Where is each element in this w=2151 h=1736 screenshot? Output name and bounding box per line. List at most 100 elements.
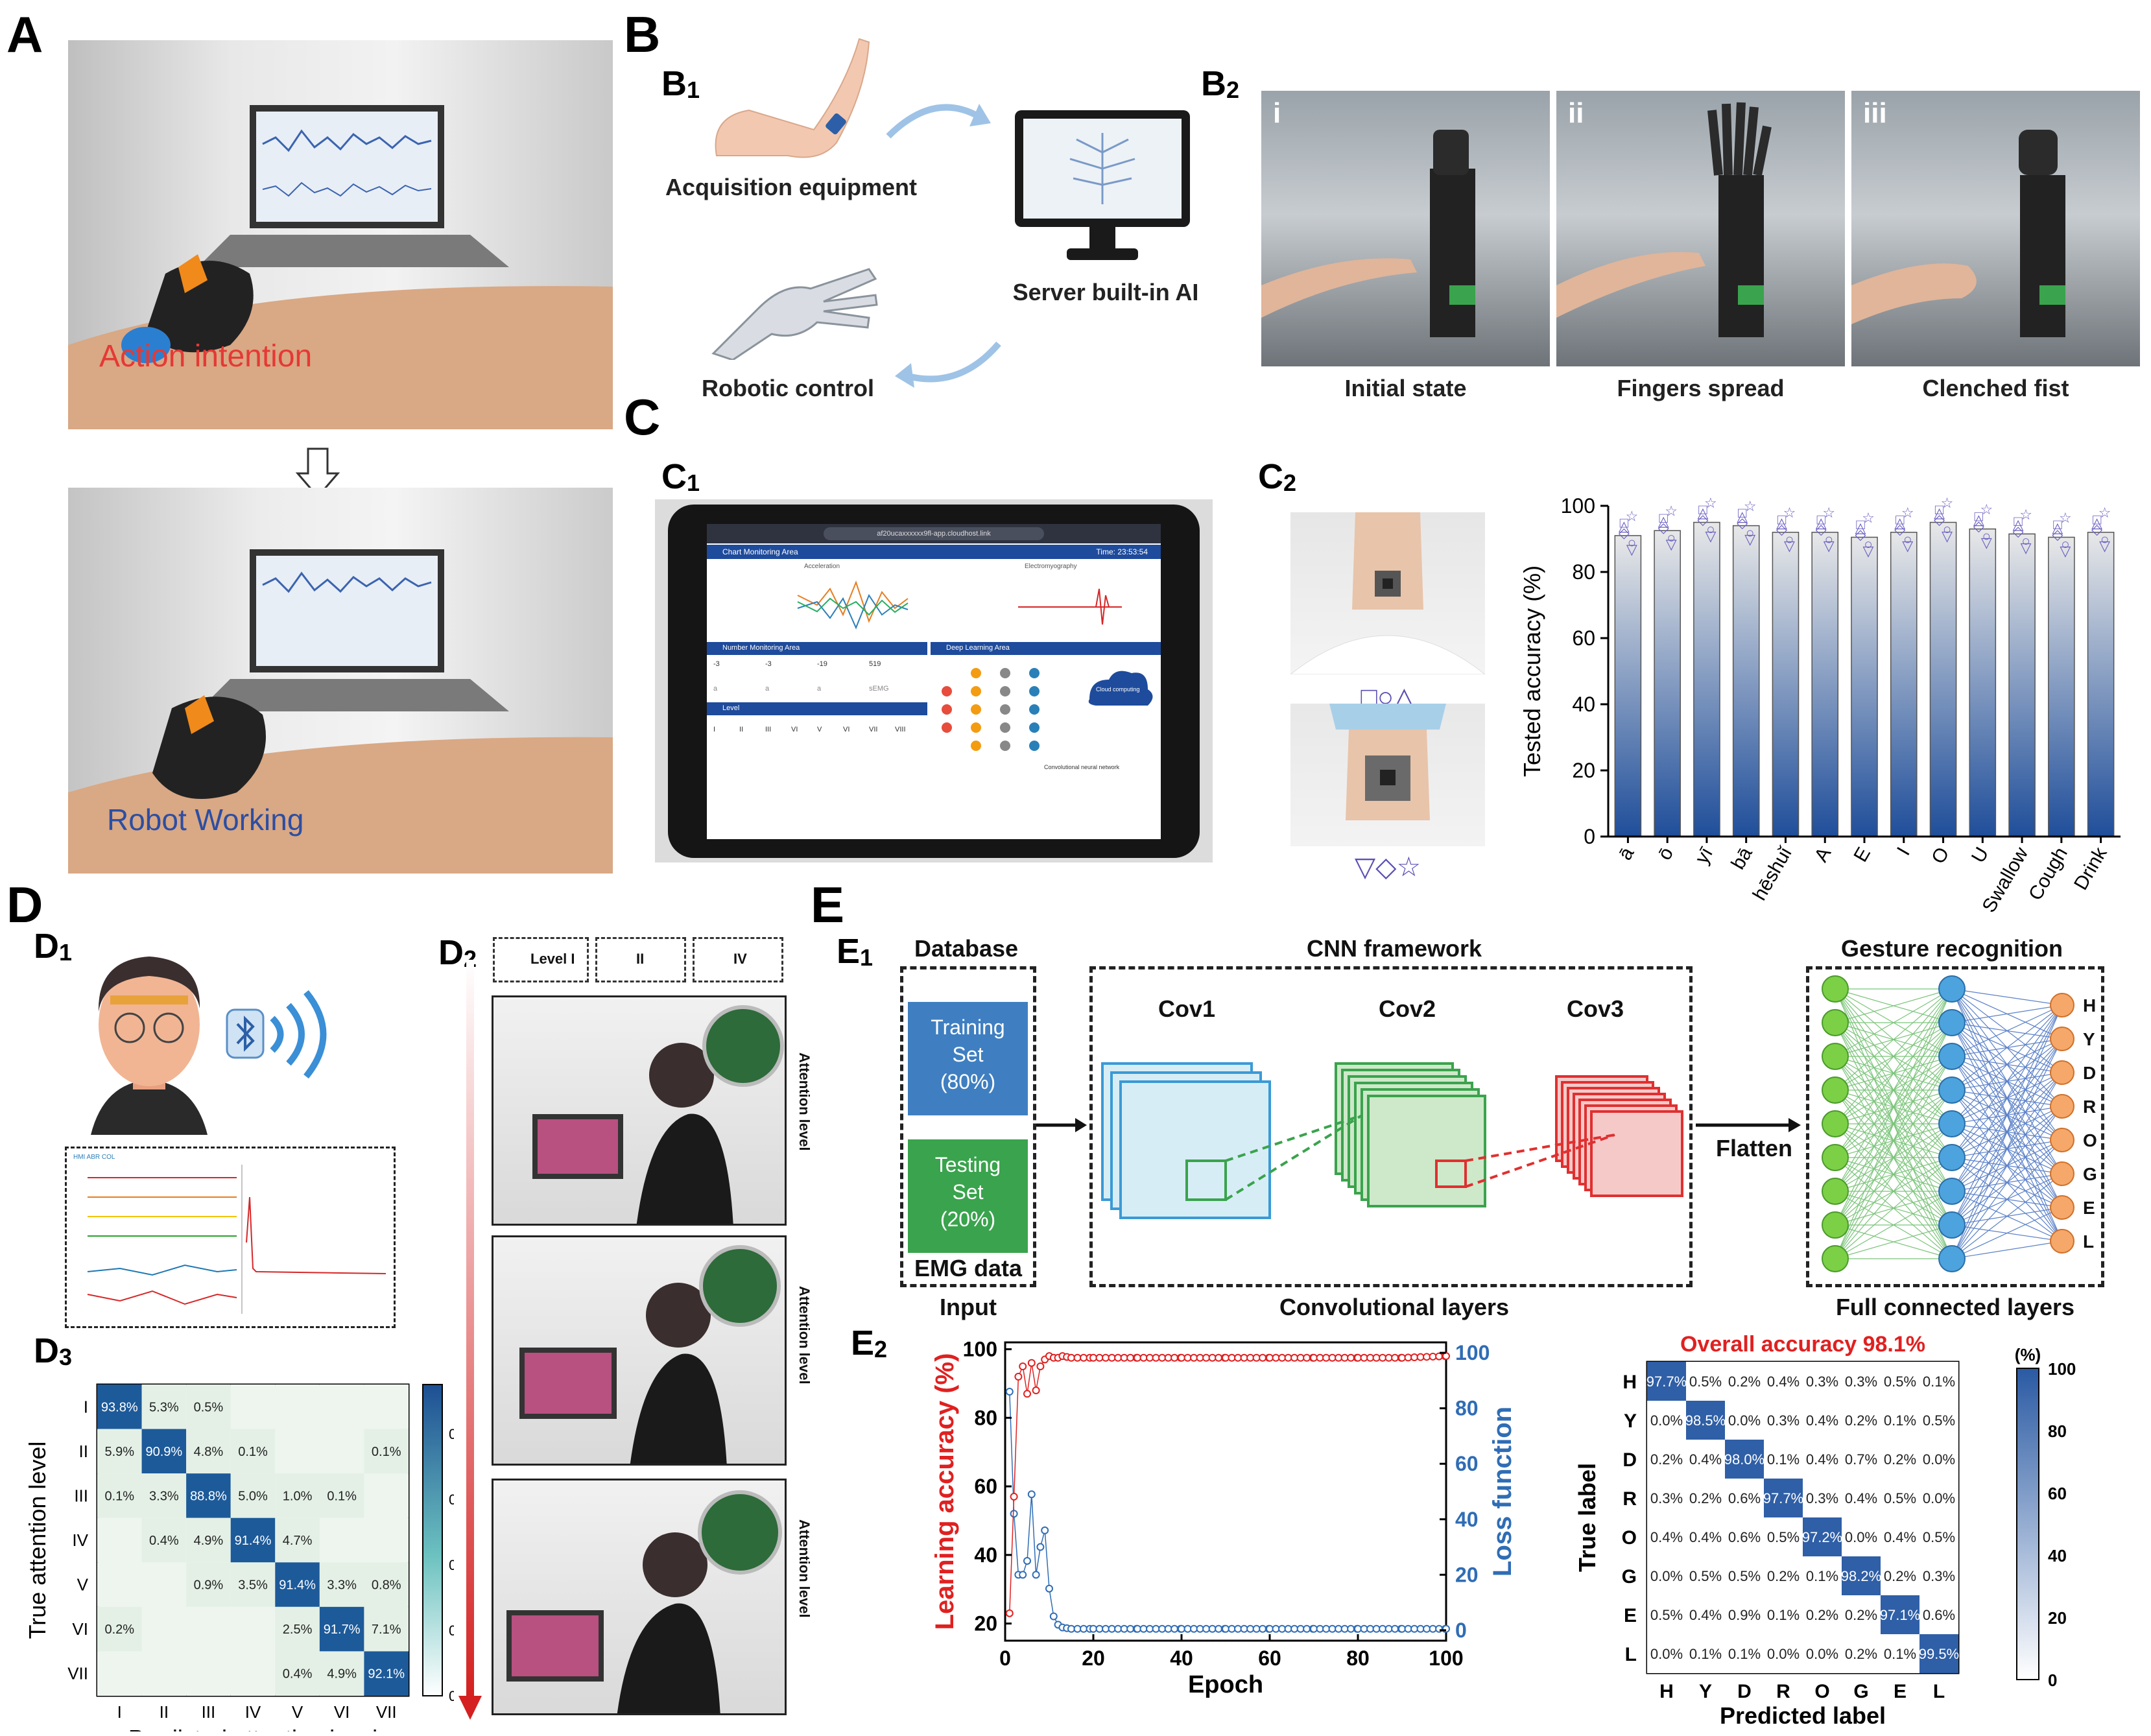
d3-colorbar-tick: 0.6 (449, 1492, 454, 1508)
fc-edge (1951, 988, 2063, 1006)
c2-sample-marker: △ (1776, 515, 1787, 531)
c2-ytick-label: 0 (1584, 825, 1595, 848)
b2-numeral-3: iii (1863, 97, 1887, 129)
c2-ytick-label: 40 (1572, 693, 1595, 716)
e2-matrix-cell-label: 0.4% (1845, 1490, 1877, 1506)
e2-ytick-right-label: 60 (1455, 1452, 1479, 1475)
flatten-arrow-icon (1696, 1115, 1803, 1135)
loss-point (1067, 1624, 1075, 1633)
conv-feature-map (1119, 1080, 1271, 1219)
c2-category-label: A (1811, 844, 1836, 866)
down-arrow-icon (295, 447, 340, 499)
e2-matrix-cell-label: 0.2% (1845, 1607, 1877, 1623)
emg-label: Electromyography (1025, 563, 1077, 570)
c2-ytick-label: 20 (1572, 759, 1595, 782)
fc-edge (1835, 1191, 1953, 1259)
loss-point (1114, 1624, 1123, 1633)
c2-sample-marker: △ (1894, 515, 1905, 531)
e2-matrix-cell-label: 0.6% (1728, 1490, 1761, 1506)
e2-matrix-cell (1686, 1634, 1725, 1673)
accuracy-point (1108, 1353, 1116, 1362)
e2-matrix-xtick-label: L (1933, 1681, 1945, 1702)
fc-edge (1951, 1005, 2063, 1091)
c2-sample-marker: ▽ (1863, 543, 1874, 559)
loss-point (1322, 1624, 1331, 1633)
loss-point (1139, 1624, 1148, 1633)
d3-cell-label: 0.4% (283, 1667, 313, 1682)
eeg-traces (87, 1165, 386, 1314)
e2-matrix-cell-label: 0.6% (1728, 1529, 1761, 1545)
d3-cell-label: 4.9% (194, 1534, 224, 1548)
e2-matrix-cell (1764, 1479, 1803, 1517)
fc-hidden-node (1938, 975, 1966, 1003)
fc-output-label: O (2083, 1130, 2097, 1150)
c2-sample-marker: ☆ (1822, 505, 1835, 521)
accuracy-point (1240, 1353, 1248, 1362)
loss-point (1005, 1387, 1014, 1396)
loss-point (1259, 1624, 1267, 1633)
sublabel-e1: E1 (837, 932, 873, 971)
accuracy-point (1252, 1353, 1261, 1362)
loss-point (1126, 1624, 1135, 1633)
deep-area-header: Deep Learning Area (931, 642, 1161, 655)
d3-cell (186, 1517, 231, 1563)
d3-xtick-label: VI (334, 1702, 350, 1722)
c2-sample-marker: □ (2053, 516, 2062, 532)
c2-category-label: bā (1727, 844, 1756, 874)
loss-point (1410, 1624, 1419, 1633)
b2-numeral-1: i (1273, 97, 1281, 129)
e2-matrix-cell-label: 0.7% (1845, 1451, 1877, 1468)
person-avatar-illustration (65, 940, 233, 1135)
e2-matrix-xlabel: Predicted label (1720, 1702, 1886, 1729)
level-box-3: IV (693, 937, 783, 982)
c2-sample-marker: ▽ (2060, 543, 2071, 559)
fc-edge (1951, 1038, 2063, 1259)
e2-matrix-cell-label: 0.4% (1689, 1529, 1722, 1545)
tablet-screen: af20ucaxxxxxx9fl-app.cloudhost.link Char… (707, 524, 1161, 839)
url-field[interactable]: af20ucaxxxxxx9fl-app.cloudhost.link (824, 527, 1044, 540)
d3-cell-label: 3.3% (149, 1489, 179, 1503)
e2-xtick-label: 0 (999, 1647, 1011, 1670)
e2-matrix-ytick-label: O (1622, 1527, 1637, 1549)
loss-point (1240, 1624, 1248, 1633)
c1-level-2: III (765, 726, 772, 733)
d3-cell (275, 1385, 320, 1429)
e2-matrix-cell-label: 0.5% (1689, 1568, 1722, 1584)
loss-point (1416, 1624, 1425, 1633)
c2-sample-marker: ▽ (1705, 528, 1716, 544)
d3-cell-label: 0.5% (194, 1400, 224, 1414)
e2-matrix-cell-label: 0.4% (1806, 1412, 1838, 1429)
d3-cell (319, 1473, 364, 1518)
accuracy-point (1134, 1353, 1141, 1362)
loss-point (1379, 1624, 1387, 1633)
e2-matrix-cell-label: 0.0% (1650, 1646, 1683, 1662)
d3-cell (230, 1429, 276, 1474)
level-box-2: II (595, 937, 686, 982)
loss-point (1222, 1624, 1230, 1633)
c2-sample-marker: ☆ (1704, 495, 1717, 511)
panel-a-top-photo: Action intention (68, 40, 613, 429)
c2-bar (1693, 521, 1720, 837)
kernel-box-1 (1185, 1159, 1227, 1201)
fc-output-label: H (2083, 995, 2096, 1016)
d3-cell (230, 1562, 276, 1607)
e2-colorbar-tick: 0 (2048, 1671, 2057, 1690)
loss-point (1310, 1624, 1318, 1633)
d3-cell-label: 4.8% (194, 1445, 224, 1459)
e2-colorbar-tick: 80 (2048, 1421, 2067, 1441)
c1-net-node (1029, 722, 1040, 733)
e2-matrix-cell (1803, 1479, 1842, 1517)
e2-matrix-cell (1881, 1440, 1919, 1479)
b2-caption-2: Fingers spread (1617, 375, 1785, 401)
loss-point (1171, 1624, 1179, 1633)
fc-output-label: G (2083, 1164, 2097, 1184)
monitor-icon (1012, 107, 1193, 269)
loss-point (1391, 1624, 1399, 1633)
d3-cell (186, 1385, 231, 1429)
c2-sample-marker: ▽ (2021, 540, 2032, 556)
e2-matrix-cell (1919, 1440, 1958, 1479)
fc-edge (1835, 1089, 1953, 1259)
server-label: Server built-in AI (1012, 279, 1199, 305)
d3-cell-label: 2.5% (283, 1623, 313, 1637)
